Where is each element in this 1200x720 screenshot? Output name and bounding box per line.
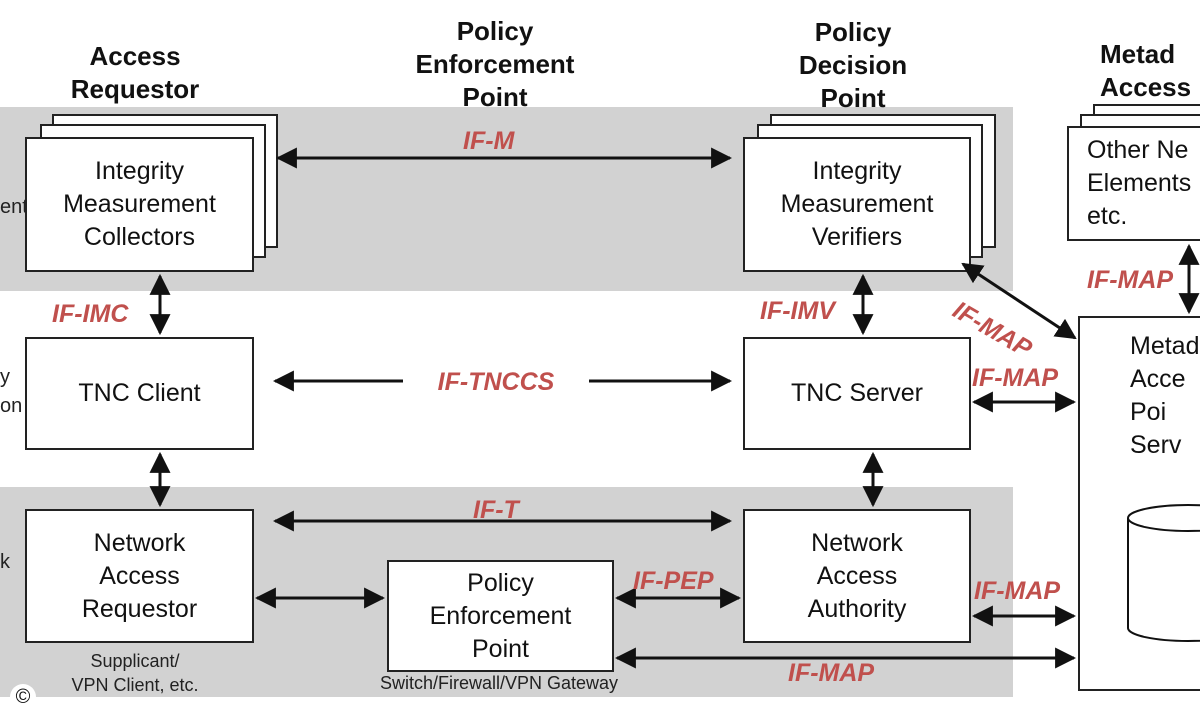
switch-firewall-subtitle: Switch/Firewall/VPN Gateway — [379, 673, 619, 693]
integrity-measurement-collectors-box: Integrity Measurement Collectors — [25, 137, 254, 272]
heading-metadata-access-point: Metad Access — [1100, 39, 1192, 102]
copyright-mark: © — [10, 684, 36, 710]
if-map-naa-label: IF-MAP — [974, 577, 1061, 605]
layer-label-integrity-evaluation: y on — [0, 366, 23, 417]
tnc-client-box: TNC Client — [25, 337, 254, 450]
policy-enforcement-point-box: Policy Enforcement Point — [387, 560, 614, 672]
database-cylinder-icon — [1127, 504, 1200, 642]
if-t-label: IF-T — [473, 496, 519, 524]
if-map-server-label: IF-MAP — [972, 364, 1059, 392]
layer-label-integrity-measurement: ent — [0, 196, 28, 218]
if-tnccs-label: IF-TNCCS — [403, 361, 589, 403]
supplicant-subtitle: Supplicant/ VPN Client, etc. — [71, 651, 199, 695]
if-pep-label: IF-PEP — [633, 567, 714, 595]
other-network-elements-box: Other Ne Elements etc. — [1067, 126, 1200, 241]
heading-access-requestor: Access Requestor — [70, 41, 200, 104]
network-access-authority-box: Network Access Authority — [743, 509, 971, 643]
if-map-other-label: IF-MAP — [1087, 266, 1174, 294]
arrow-if-map-imv — [961, 262, 1077, 340]
heading-policy-decision-point: Policy Decision Point — [798, 17, 908, 113]
if-imv-label: IF-IMV — [760, 297, 835, 325]
network-access-requestor-box: Network Access Requestor — [25, 509, 254, 643]
if-m-label: IF-M — [463, 127, 515, 155]
layer-label-network-access: k — [0, 551, 10, 573]
if-map-pep-label: IF-MAP — [788, 659, 875, 687]
heading-policy-enforcement-point: Policy Enforcement Point — [415, 16, 575, 112]
if-imc-label: IF-IMC — [52, 300, 129, 328]
tnc-server-box: TNC Server — [743, 337, 971, 450]
integrity-measurement-verifiers-box: Integrity Measurement Verifiers — [743, 137, 971, 272]
